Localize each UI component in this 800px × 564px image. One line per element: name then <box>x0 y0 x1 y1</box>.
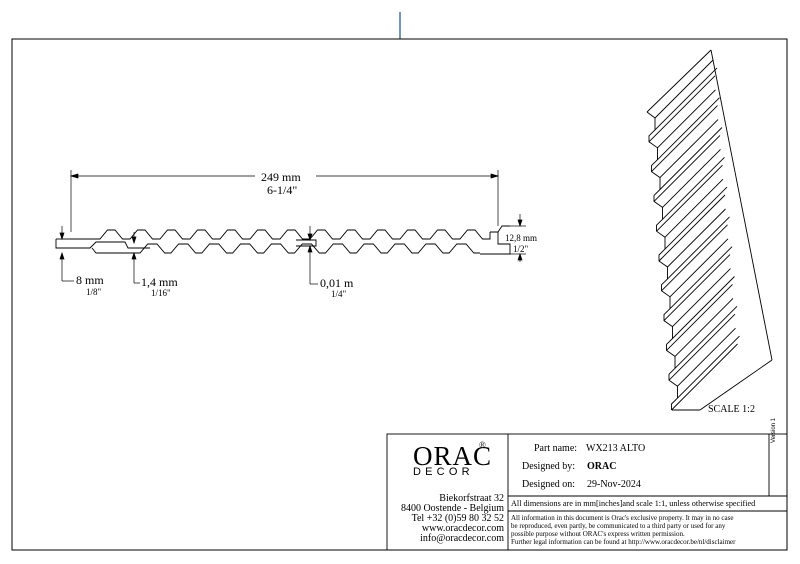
dimension-lines <box>59 170 526 285</box>
designed-by-label: Designed by: <box>522 461 576 472</box>
title-block <box>386 433 788 551</box>
address-city: 8400 Oostende - Belgium <box>400 503 504 514</box>
groove-dim-mm: 1,4 mm <box>141 275 178 289</box>
registered-mark: ® <box>479 440 486 450</box>
brand-logo-sub: DECOR <box>413 466 474 478</box>
overall-width-mm: 249 mm <box>261 170 301 184</box>
designed-on-value: 29-Nov-2024 <box>587 479 641 490</box>
profile-section <box>55 225 511 255</box>
left-dim-in: 1/8" <box>86 287 102 297</box>
legal-note-line: possible purpose without ORAC's express … <box>511 530 685 538</box>
address-phone: Tel +32 (0)59 80 32 52 <box>411 513 504 524</box>
brand-logo: ORAC <box>413 441 493 471</box>
version-label: Version 1 <box>771 417 777 443</box>
legal-note-line: Further legal information can be found a… <box>511 538 736 546</box>
designed-on-label: Designed on: <box>522 479 576 490</box>
legal-note-line: All information in this document is Orac… <box>511 514 734 522</box>
scale-label: SCALE 1:2 <box>708 404 755 415</box>
overall-width-in: 6-1/4" <box>267 183 298 197</box>
thickness-mm: 12,8 mm <box>505 233 538 243</box>
address-email: info@oracdecor.com <box>420 533 504 544</box>
left-dim-mm: 8 mm <box>76 273 104 287</box>
panel-isometric <box>646 49 773 411</box>
sheet-border <box>11 38 788 551</box>
part-name-value: WX213 ALTO <box>586 443 646 454</box>
designed-by-value: ORAC <box>587 461 617 472</box>
units-note: All dimensions are in mm[inches]and scal… <box>511 499 756 508</box>
groove-dim-in: 1/16" <box>151 288 171 298</box>
address-web: www.oracdecor.com <box>421 523 504 534</box>
mid-dim-mm: 0,01 m <box>320 276 354 290</box>
address-street: Biekorfstraat 32 <box>439 493 504 504</box>
thickness-in: 1/2" <box>513 244 529 254</box>
legal-note-line: be reproduced, even partly, be communica… <box>511 522 726 530</box>
part-name-label: Part name: <box>534 443 578 454</box>
mid-dim-in: 1/4" <box>331 289 347 299</box>
